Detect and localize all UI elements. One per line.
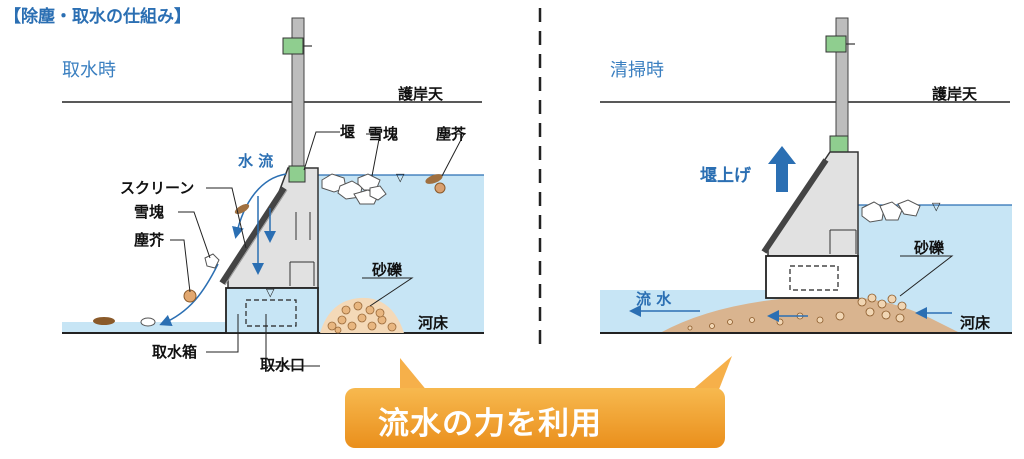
label-bank-top-left: 護岸天 — [398, 85, 444, 103]
label-weir-raise: 堰上げ — [700, 166, 752, 186]
low-water-left — [62, 322, 226, 333]
intake-box-raised — [765, 255, 859, 299]
flow-arrow-1 — [232, 173, 287, 239]
label-riverbed-right: 河床 — [960, 314, 991, 332]
screen-bar-right — [761, 158, 829, 254]
label-snow-lump-top: 雪塊 — [368, 125, 398, 143]
snow-lump-small — [204, 253, 220, 269]
snow-lumps-left — [321, 173, 387, 205]
callout-bg — [345, 388, 725, 448]
label-gravel-right: 砂礫 — [914, 239, 945, 257]
intake-port — [245, 299, 297, 327]
page-title: 【除塵・取水の仕組み】 — [4, 7, 191, 27]
label-intake-box: 取水箱 — [152, 343, 197, 361]
label-water-flow-left: 水 流 — [238, 152, 273, 170]
svg-text:▽: ▽ — [396, 171, 405, 184]
label-water-flow-right: 流 水 — [636, 290, 672, 308]
label-riverbed-left: 河床 — [418, 314, 449, 332]
gate-block — [288, 165, 306, 183]
left-panel: ▽ ▽ — [62, 17, 484, 374]
right-panel-heading: 清掃時 — [610, 60, 664, 81]
label-screen: スクリーン — [120, 179, 194, 197]
label-gravel-left: 砂礫 — [372, 261, 403, 279]
left-panel-heading: 取水時 — [62, 60, 116, 81]
label-debris-top: 塵芥 — [436, 125, 467, 143]
label-snow-lump: 雪塊 — [134, 203, 164, 221]
gate-handle — [282, 37, 304, 55]
leaf-4 — [93, 317, 115, 325]
svg-text:▽: ▽ — [932, 200, 941, 213]
svg-text:▽: ▽ — [266, 286, 275, 299]
label-bank-top-right: 護岸天 — [932, 85, 978, 103]
raise-arrow — [768, 146, 796, 192]
intake-box — [225, 287, 319, 334]
leaf-1 — [425, 174, 443, 184]
callout-text: 流水の力を利用 — [378, 406, 602, 442]
right-panel: ▽ 護岸天 堰上げ 砂礫 流 水 河床 — [600, 17, 1012, 334]
callout-box — [345, 356, 732, 448]
leaf-2 — [434, 182, 446, 194]
leaf-3 — [234, 203, 250, 215]
label-weir: 堰 — [340, 123, 355, 141]
label-debris: 塵芥 — [134, 231, 165, 249]
screen-bar — [219, 186, 287, 285]
label-intake-port: 取水口 — [260, 356, 305, 374]
flow-arrow-4 — [159, 263, 219, 326]
